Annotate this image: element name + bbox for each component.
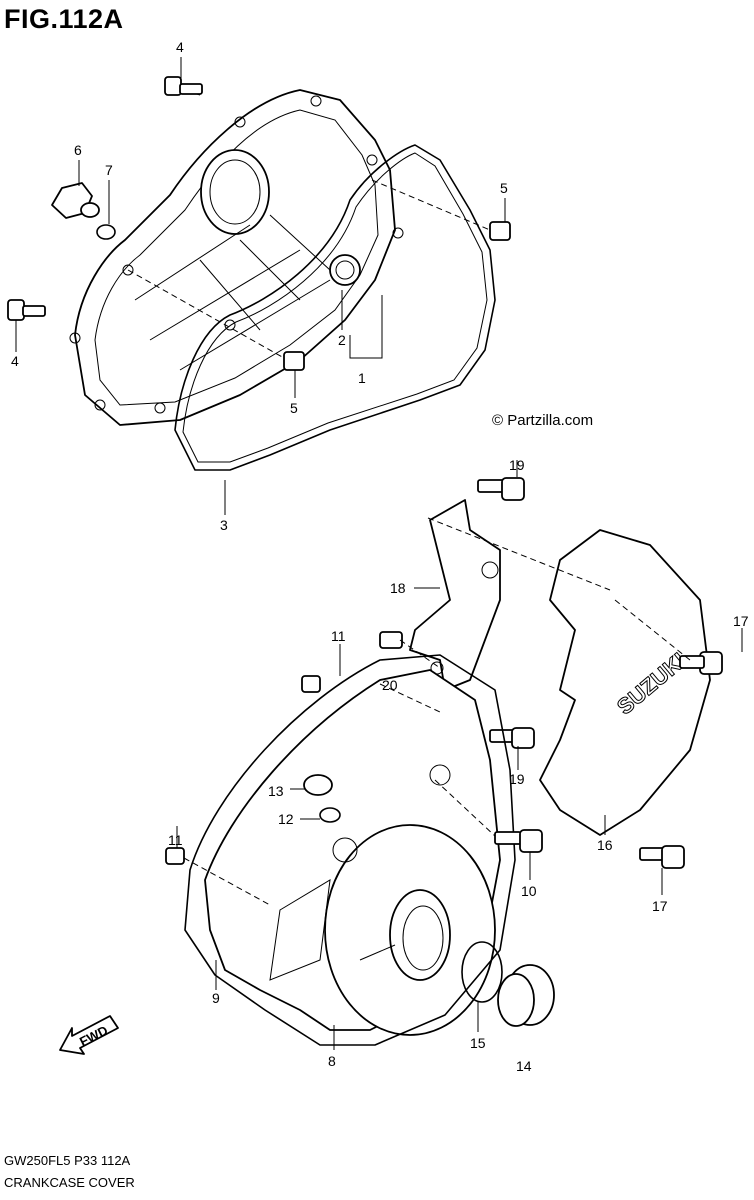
callout-7: 7 <box>105 162 113 178</box>
dowel-pin-11-bottom <box>165 847 185 865</box>
plug-13 <box>303 774 333 796</box>
o-ring-7 <box>96 224 116 240</box>
callout-10: 10 <box>521 883 537 899</box>
callout-1: 1 <box>358 370 366 386</box>
callout-labels: 4 6 7 5 4 2 1 5 3 19 18 17 11 20 19 13 1… <box>11 39 749 1074</box>
callout-3: 3 <box>220 517 228 533</box>
o-ring-15 <box>461 941 503 1003</box>
callout-11: 11 <box>168 832 183 848</box>
callout-13: 13 <box>268 783 284 799</box>
magneto-cover-8 <box>204 669 501 1036</box>
bolt-17-bottom <box>639 845 685 869</box>
section-name: CRANKCASE COVER <box>4 1175 135 1190</box>
callout-19: 19 <box>509 771 525 787</box>
callout-4: 4 <box>11 353 19 369</box>
bolt-4-top <box>164 76 203 96</box>
bracket-18 <box>409 499 501 691</box>
callout-18: 18 <box>390 580 406 596</box>
callout-16: 16 <box>597 837 613 853</box>
oil-filler-cap <box>51 182 100 219</box>
washer-12 <box>319 807 341 823</box>
callout-19: 19 <box>509 457 525 473</box>
fwd-label: FWD <box>77 1023 110 1050</box>
figure-title: FIG.112A <box>4 4 124 34</box>
callout-6: 6 <box>74 142 82 158</box>
model-code: GW250FL5 P33 112A <box>4 1153 131 1168</box>
dowel-pin-5-bottom <box>283 351 305 371</box>
callout-12: 12 <box>278 811 294 827</box>
dowel-pin-20 <box>379 631 403 649</box>
clutch-cover <box>69 89 404 426</box>
callout-8: 8 <box>328 1053 336 1069</box>
dowel-pin-11-top <box>301 675 321 693</box>
magneto-gasket-9 <box>184 654 516 1046</box>
callout-5: 5 <box>290 400 298 416</box>
callout-15: 15 <box>470 1035 486 1051</box>
bolt-19-bottom <box>489 727 535 749</box>
callout-17: 17 <box>733 613 749 629</box>
callout-9: 9 <box>212 990 220 1006</box>
callout-11: 11 <box>331 628 346 644</box>
leader-lines <box>15 57 743 1050</box>
bolt-17-right <box>679 651 723 675</box>
cap-14 <box>497 964 555 1027</box>
callout-4: 4 <box>176 39 184 55</box>
bolt-10 <box>494 829 543 853</box>
dowel-pin-5-top <box>489 221 511 241</box>
bolt-4-left <box>7 299 46 321</box>
sprocket-cover-16: SUZUKI <box>539 529 711 836</box>
callout-17: 17 <box>652 898 668 914</box>
callout-14: 14 <box>516 1058 532 1074</box>
alignment-lines <box>127 179 691 906</box>
watermark: © Partzilla.com <box>492 412 594 429</box>
callout-2: 2 <box>338 332 346 348</box>
cover-gasket <box>174 144 496 471</box>
bolt-19-top <box>477 477 525 501</box>
fwd-arrow-icon: FWD <box>59 1015 119 1055</box>
callout-20: 20 <box>382 677 398 693</box>
callout-5: 5 <box>500 180 508 196</box>
